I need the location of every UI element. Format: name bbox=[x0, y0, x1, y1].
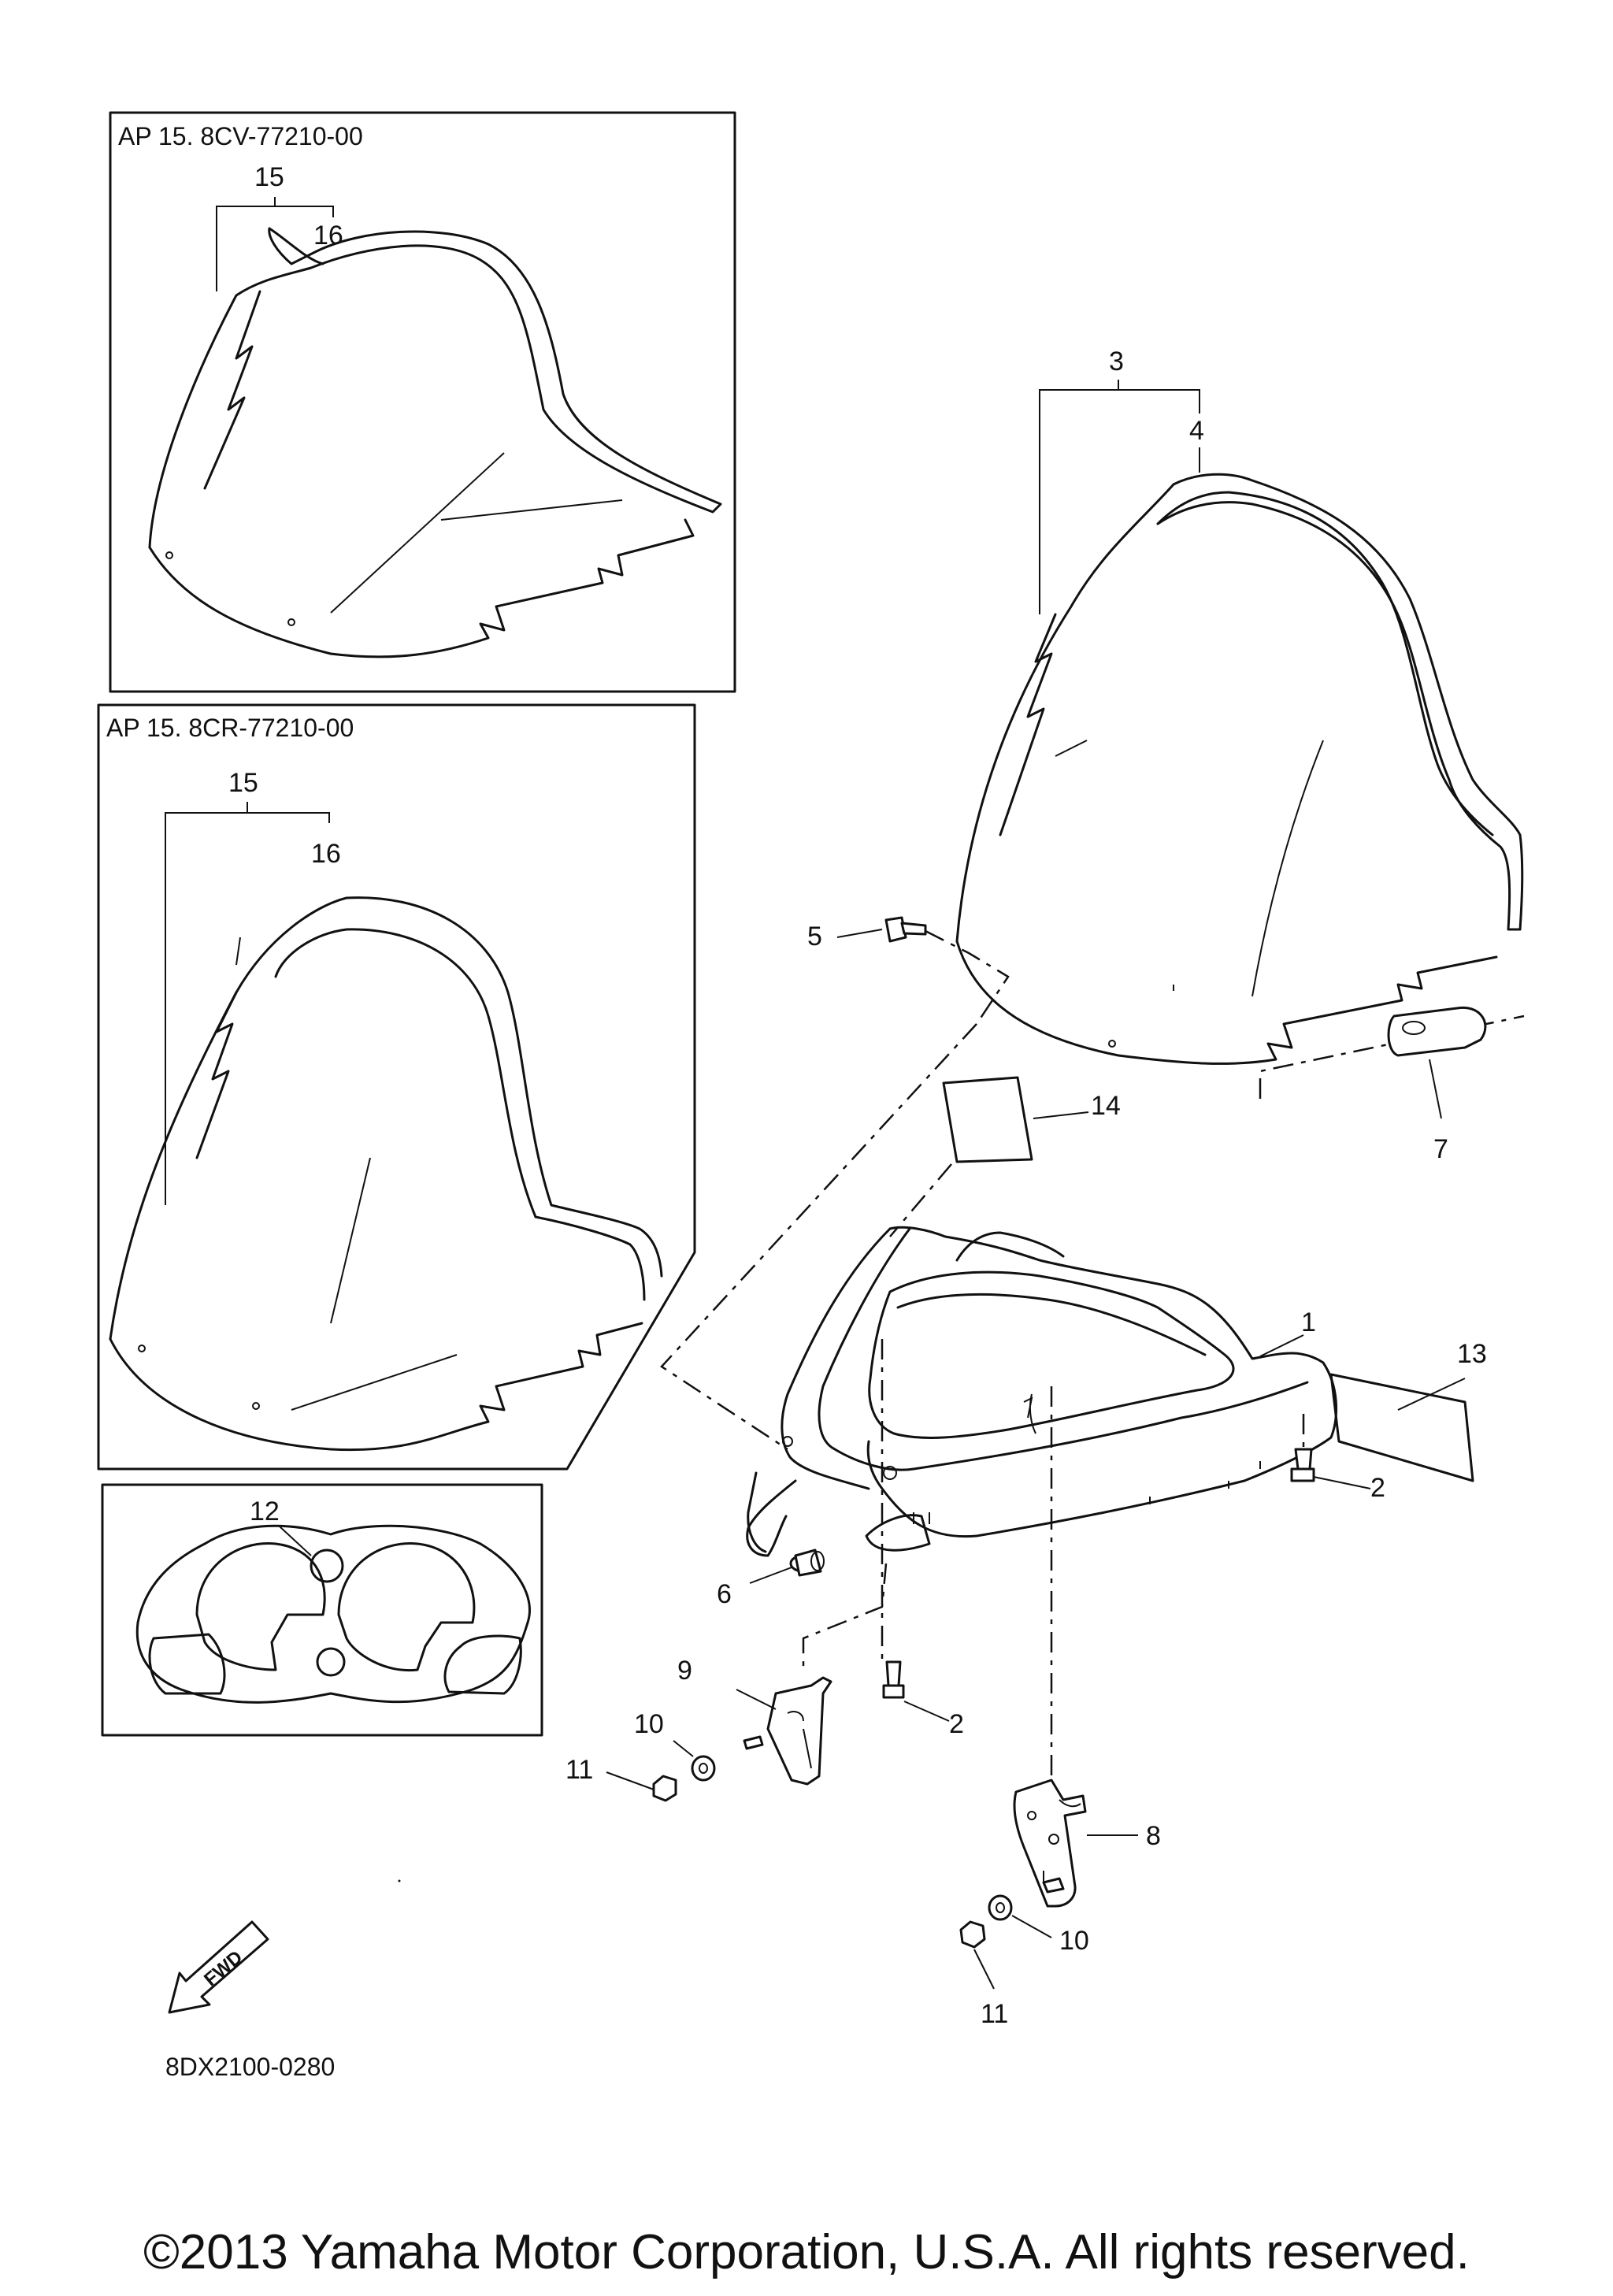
windshield-assembly-3: 3 4 bbox=[955, 347, 1525, 1099]
bracket-9: 9 bbox=[677, 1656, 832, 1786]
box-8cv-windshield: AP 15. 8CV-77210-00 15 16 bbox=[109, 111, 736, 693]
callout-3: 3 bbox=[1109, 347, 1124, 376]
washer-10-right: 10 bbox=[988, 1894, 1089, 1956]
windshield-8cr bbox=[109, 896, 663, 1341]
meter-gasket bbox=[135, 1524, 531, 1704]
callout-15-box1: 15 bbox=[254, 162, 284, 192]
diagram-code: 8DX2100-0280 bbox=[165, 2053, 335, 2081]
callout-2-right: 2 bbox=[1370, 1473, 1385, 1503]
callout-10-left: 10 bbox=[634, 1709, 664, 1739]
callout-14: 14 bbox=[1091, 1091, 1121, 1121]
callout-10-right: 10 bbox=[1059, 1926, 1089, 1956]
bracket-8: 8 bbox=[1013, 1779, 1161, 1908]
nut-11-left: 11 bbox=[565, 1755, 677, 1802]
cowling-1: 1 bbox=[746, 1226, 1337, 1557]
bolt-2-right: 2 bbox=[1290, 1448, 1385, 1503]
callout-11-left: 11 bbox=[565, 1755, 593, 1785]
bracket-7: 7 bbox=[1387, 1006, 1487, 1164]
nut-11-right: 11 bbox=[959, 1920, 1008, 2029]
label-13: 13 bbox=[1329, 1339, 1487, 1482]
callout-1: 1 bbox=[1301, 1307, 1316, 1337]
callout-8: 8 bbox=[1146, 1821, 1161, 1851]
callout-11-right: 11 bbox=[981, 1999, 1008, 2029]
grommet-6: 6 bbox=[717, 1549, 825, 1609]
callout-15-box2: 15 bbox=[228, 768, 258, 798]
callout-12: 12 bbox=[250, 1497, 280, 1526]
box-8cr-title: AP 15. 8CR-77210-00 bbox=[106, 714, 354, 742]
callout-13: 13 bbox=[1457, 1339, 1487, 1369]
callout-6: 6 bbox=[717, 1579, 732, 1609]
bolt-5: 5 bbox=[807, 916, 1010, 1025]
bolt-2-lower: 2 bbox=[882, 1660, 964, 1739]
fwd-arrow-icon: FWD bbox=[168, 1920, 269, 2014]
windshield-8cv bbox=[148, 227, 722, 549]
label-14: 14 bbox=[889, 1076, 1121, 1237]
callout-2-lower: 2 bbox=[949, 1709, 964, 1739]
box-meter-gasket: 12 bbox=[101, 1483, 543, 1737]
callout-5: 5 bbox=[807, 922, 822, 951]
box-8cv-title: AP 15. 8CV-77210-00 bbox=[118, 122, 363, 150]
callout-9: 9 bbox=[677, 1656, 692, 1686]
copyright-notice: ©2013 Yamaha Motor Corporation, U.S.A. A… bbox=[143, 2225, 1470, 2279]
callout-7: 7 bbox=[1433, 1134, 1448, 1164]
washer-10-left: 10 bbox=[634, 1709, 716, 1782]
callout-4: 4 bbox=[1189, 416, 1204, 446]
fwd-label: FWD bbox=[200, 1946, 247, 1990]
callout-16-box2: 16 bbox=[311, 839, 341, 869]
box-8cr-windshield: AP 15. 8CR-77210-00 15 16 bbox=[97, 703, 696, 1471]
